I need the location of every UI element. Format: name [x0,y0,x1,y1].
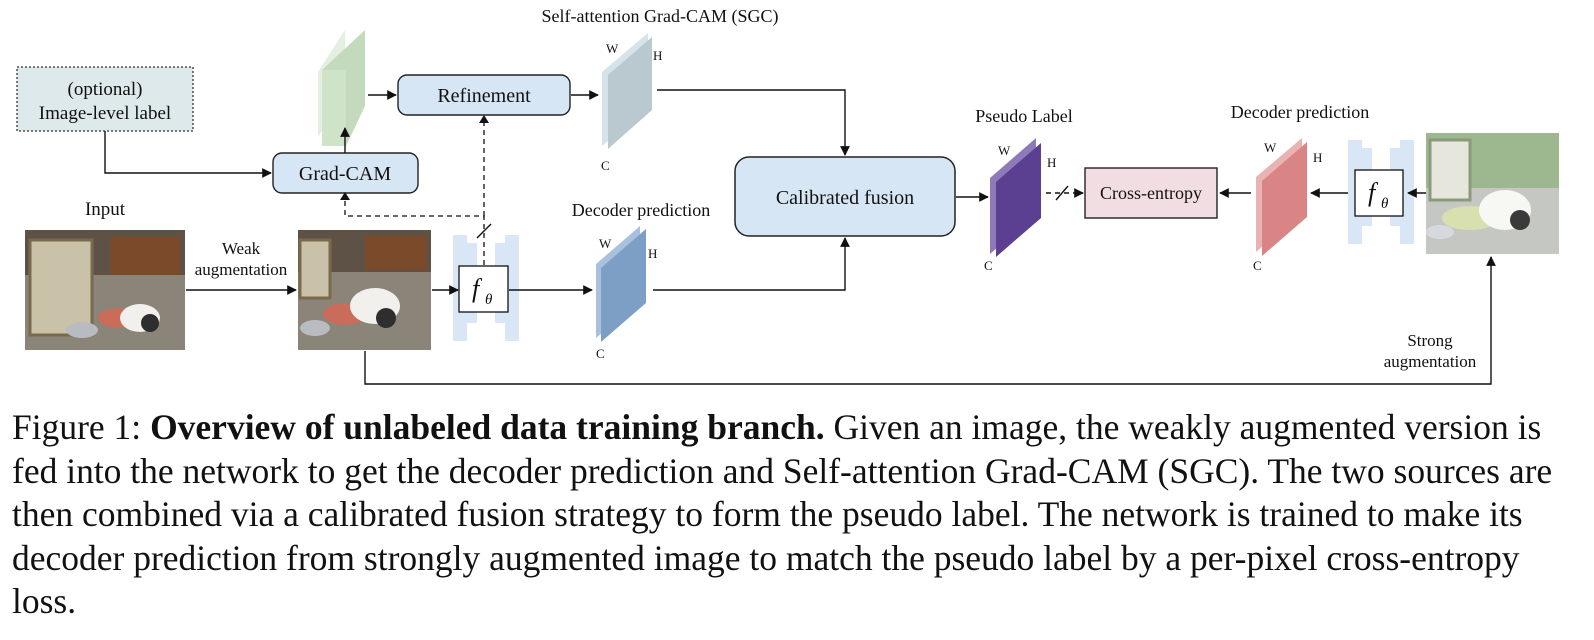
f-theta-middle: f [472,274,483,303]
sgc-map: Self-attention Grad-CAM (SGC) W H C [542,6,779,173]
weak-aug-line1: Weak [222,239,261,258]
arrow-sgc-to-fusion [657,89,850,156]
weak-aug-image [298,230,431,350]
dec-right-dim-c: C [1253,258,1262,273]
refinement-box: Refinement [397,74,571,116]
theta-right: θ [1381,196,1389,212]
network-right: f θ [1348,140,1414,244]
weak-aug-line2: augmentation [195,260,288,279]
grad-cam-box: Grad-CAM [272,152,419,194]
stop-gradient-mark-right [1055,185,1069,201]
pseudo-label-map: Pseudo Label W H C [975,106,1072,273]
arrow-label-to-gradcam [104,131,272,178]
sgc-dim-c: C [601,158,610,173]
input-label: Input [85,199,126,220]
calibrated-fusion-box: Calibrated fusion [734,156,956,237]
dec-right-dim-w: W [1264,140,1277,155]
refinement-label: Refinement [437,85,531,107]
network-middle: f θ [453,235,519,341]
strong-aug-line2: augmentation [1384,352,1477,371]
cross-entropy-label: Cross-entropy [1100,183,1202,203]
strong-aug-image [1426,133,1559,254]
arrow-decoder-to-fusion [653,237,850,291]
dec-mid-dim-c: C [596,346,605,361]
caption-body: Given an image, the weakly augmented ver… [12,407,1553,621]
grad-cam-label: Grad-CAM [299,163,391,185]
sgc-dim-h: H [653,48,662,63]
decoder-map-middle: Decoder prediction W H C [572,200,710,361]
f-theta-right: f [1368,178,1379,207]
sgc-dim-w: W [606,41,619,56]
input-image: Input [25,199,185,350]
decoder-pred-right-label: Decoder prediction [1231,102,1369,122]
stop-gradient-mark-middle [476,223,492,239]
dec-mid-dim-w: W [599,236,612,251]
figure-caption: Figure 1: Overview of unlabeled data tra… [12,406,1586,624]
cross-entropy-box: Cross-entropy [1084,167,1218,219]
strong-aug-line1: Strong [1407,331,1453,350]
pseudo-dim-h: H [1047,155,1056,170]
optional-label-line2: Image-level label [39,103,171,124]
dec-mid-dim-h: H [648,246,657,261]
pseudo-label-title: Pseudo Label [975,106,1072,126]
decoder-map-right: Decoder prediction W H C [1231,102,1369,273]
caption-bold-title: Overview of unlabeled data training bran… [150,407,825,447]
strong-aug-arrow [364,256,1496,385]
gradcam-map [318,30,365,146]
pseudo-dim-c: C [984,258,993,273]
dec-right-dim-h: H [1313,150,1322,165]
pseudo-dim-w: W [998,143,1011,158]
decoder-pred-mid-label: Decoder prediction [572,200,710,220]
caption-prefix: Figure 1: [12,407,151,447]
sgc-title: Self-attention Grad-CAM (SGC) [542,6,779,27]
optional-label-line1: (optional) [68,79,143,100]
calibrated-fusion-label: Calibrated fusion [776,187,914,209]
theta-middle: θ [485,292,493,308]
optional-label-box: (optional) Image-level label [16,66,194,132]
overview-diagram: (optional) Image-level label Grad-CAM Re… [16,6,1559,385]
dashed-feedback [344,119,485,265]
